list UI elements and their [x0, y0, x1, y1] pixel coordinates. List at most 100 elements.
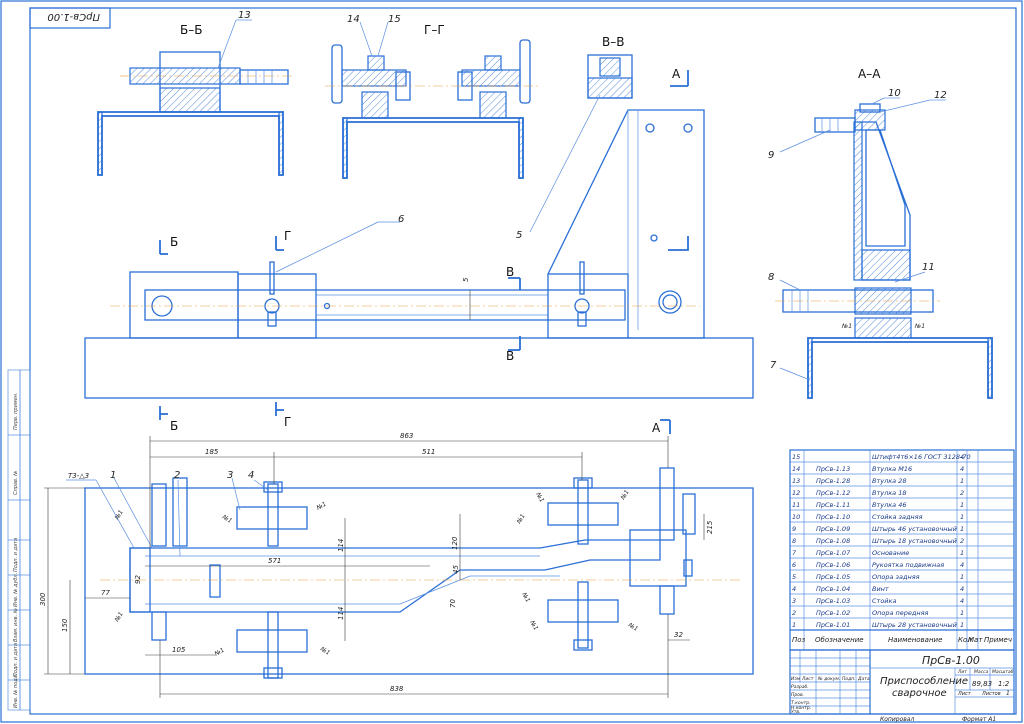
- balloon-7: 7: [770, 360, 777, 371]
- bom-row-qty: 4: [960, 597, 964, 605]
- bom-row-qty: 2: [960, 537, 964, 545]
- marker-g-bot: Г: [284, 415, 291, 429]
- bom-row-qty: 1: [960, 609, 964, 617]
- balloon-13: 13: [238, 10, 251, 21]
- bom-row-qty: 1: [960, 525, 964, 533]
- weld-sym-7: №1: [534, 491, 546, 504]
- format-label: Формат А1: [962, 716, 996, 723]
- bom-row-designation: ПрСв-1.13: [816, 465, 850, 473]
- balloon-6: 6: [398, 214, 404, 225]
- dim-32: 32: [674, 631, 683, 639]
- bom-row-name: Опора задняя: [872, 573, 920, 581]
- dim-5: 5: [462, 277, 470, 282]
- role-3: Н.контр.: [791, 705, 811, 711]
- weld-sym-aa-2: №1: [914, 323, 925, 330]
- balloon-4: 4: [248, 470, 254, 481]
- bom-row-name: Штырь 18 установочный: [872, 537, 957, 545]
- weld-sym-5: №1: [213, 647, 226, 659]
- bom-row-name: Винт: [872, 585, 889, 593]
- dim-70: 70: [449, 599, 457, 608]
- bom-row-name: Втулка 28: [872, 477, 907, 485]
- bom-row-designation: ПрСв-1.04: [816, 585, 850, 593]
- front-view: 6 5 Б Г В В Б Г А: [84, 109, 754, 435]
- marker-v-top: В: [506, 265, 514, 279]
- sheets-value: 1: [1006, 690, 1010, 697]
- weld-sym-10: №1: [520, 591, 532, 604]
- plan-dimensions: 863 185 511 838 571 300 150 77 105 92 11: [39, 432, 714, 698]
- dim-300: 300: [39, 592, 47, 606]
- weld-sym-3: №1: [220, 513, 233, 525]
- bom-row-designation: ПрСв-1.02: [816, 609, 850, 617]
- svg-text:ПрСв-1.00: ПрСв-1.00: [47, 11, 100, 22]
- bom-row-name: Стойка: [872, 597, 896, 605]
- bom-row-pos: 5: [792, 573, 796, 581]
- bom-row-qty: 1: [960, 501, 964, 509]
- bom-header-designation: Обозначение: [815, 636, 864, 644]
- bom-row-qty: 4: [960, 465, 964, 473]
- margin-field-1: Справ. №: [13, 471, 19, 495]
- bom-row-pos: 2: [792, 609, 796, 617]
- weld-mark: Т3-△3: [68, 472, 89, 480]
- bom-row-name: Штырь 46 установочный: [872, 525, 957, 533]
- dim-45: 45: [452, 565, 460, 574]
- sheet-label: Лист: [957, 691, 972, 697]
- role-1: Пров.: [791, 692, 804, 698]
- bom-row-designation: ПрСв-1.10: [816, 513, 850, 521]
- bom-row-name: Штырь 28 установочный: [872, 621, 957, 629]
- bom-row-qty: 1: [960, 621, 964, 629]
- bom-row-designation: ПрСв-1.12: [816, 489, 850, 497]
- margin-field-4: Взам. инв. №: [13, 608, 19, 642]
- bom-row-pos: 4: [792, 585, 796, 593]
- section-bb-title: Б–Б: [180, 23, 202, 37]
- bom-row-name: Штифт4т6×16 ГОСТ 3128-70: [872, 453, 971, 461]
- section-marker-a-top: А: [670, 67, 689, 87]
- dim-185: 185: [205, 448, 219, 456]
- bom-row-designation: ПрСв-1.07: [816, 549, 851, 557]
- bom-row-pos: 15: [792, 453, 800, 461]
- bom-header-name: Наименование: [888, 636, 942, 644]
- bom-row-qty: 4: [960, 453, 964, 461]
- role-4: Утв.: [791, 709, 800, 715]
- title-block: ПрСв-1.00 Приспособление сварочное Лит М…: [789, 649, 1015, 723]
- dim-838: 838: [390, 685, 404, 693]
- weld-sym-1: №1: [113, 509, 125, 522]
- role-2: Т.контр.: [791, 700, 811, 706]
- weld-sym-8: №1: [619, 489, 631, 502]
- margin-field-2: Подп. и дата: [13, 538, 19, 572]
- margin-field-0: Перв. примен.: [13, 392, 19, 430]
- bom-row-designation: ПрСв-1.01: [816, 621, 850, 629]
- title-line-2: сварочное: [892, 688, 947, 699]
- bom-header-mat: Мат: [968, 636, 983, 644]
- bom-row-designation: ПрСв-1.09: [816, 525, 850, 533]
- copied-label: Копировал: [880, 716, 914, 723]
- balloon-14: 14: [347, 14, 360, 25]
- title-line-1: Приспособление: [880, 675, 968, 687]
- bom-row-qty: 1: [960, 477, 964, 485]
- bom-row-designation: ПрСв-1.11: [816, 501, 850, 509]
- bom-row-designation: ПрСв-1.08: [816, 537, 850, 545]
- bom-row-designation: ПрСв-1.28: [816, 477, 850, 485]
- weld-sym-9: №1: [515, 513, 527, 526]
- bom-row-pos: 13: [792, 477, 800, 485]
- balloon-5: 5: [516, 230, 522, 241]
- margin-field-6: Инв. № подл.: [13, 674, 19, 709]
- bom-header-qty: Кол: [958, 636, 972, 644]
- balloon-9: 9: [768, 150, 774, 161]
- sheets-label: Листов: [981, 691, 1001, 697]
- bom-header-pos: Поз: [792, 636, 806, 644]
- balloon-12: 12: [934, 90, 947, 101]
- inner-frame: [29, 7, 1017, 715]
- bom-row-pos: 7: [792, 549, 797, 557]
- weld-sym-6: №1: [318, 645, 331, 657]
- balloon-8: 8: [768, 272, 774, 283]
- marker-v-bot: В: [506, 349, 514, 363]
- bom-row-qty: 1: [960, 513, 964, 521]
- bom-row-pos: 3: [792, 597, 796, 605]
- balloon-2: 2: [174, 470, 180, 481]
- section-vv-title: В–В: [602, 35, 624, 49]
- bom-row-pos: 6: [792, 561, 796, 569]
- scale-value: 1:2: [998, 680, 1010, 688]
- weld-sym-aa-1: №1: [841, 323, 852, 330]
